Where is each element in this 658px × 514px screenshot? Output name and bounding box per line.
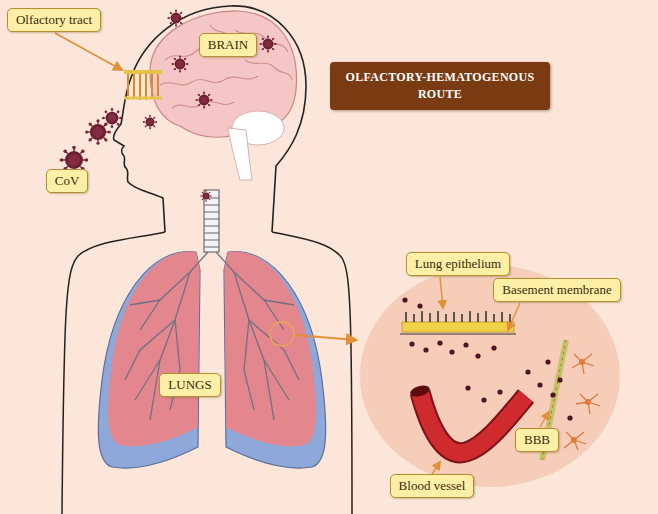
label-box: Lung epithelium (406, 252, 510, 276)
label-text: Blood vessel (399, 478, 466, 494)
head-outline (113, 6, 306, 232)
lung-epithelium (402, 322, 514, 332)
olfactory-fibers (128, 70, 158, 100)
label-box: Olfactory tract (7, 8, 101, 32)
title-banner: OLFACTORY-HEMATOGENOUS ROUTE (330, 62, 550, 110)
label-box: Basement membrane (493, 278, 620, 302)
brainstem (228, 128, 252, 180)
virus (200, 190, 211, 201)
leader-arrow (440, 277, 443, 308)
left-lung (98, 252, 200, 468)
blood-vessel (420, 392, 526, 453)
astrocytes (564, 354, 600, 450)
label-text: Lung epithelium (415, 256, 501, 272)
right-lung (224, 252, 326, 468)
leader-arrow (508, 303, 520, 330)
label-text: Basement membrane (502, 282, 611, 298)
zoom-ellipse (360, 265, 620, 487)
leader-arrow (540, 412, 549, 427)
label-box: BBB (515, 428, 559, 452)
olfactory-bulb (124, 70, 162, 74)
vessel-lumen (409, 384, 431, 399)
label-text: BBB (524, 432, 550, 448)
label-box: CoV (46, 169, 89, 193)
cilia (406, 311, 510, 322)
label-box: LUNGS (159, 373, 220, 397)
label-box: BRAIN (199, 33, 257, 57)
virus (167, 9, 184, 26)
label-box: Blood vessel (390, 474, 475, 498)
brain-gyri (160, 25, 292, 108)
virus-particles (402, 297, 572, 420)
virus (102, 108, 122, 128)
left-lung-tissue (108, 251, 200, 446)
trachea-rings (204, 198, 219, 247)
cribriform-plate (124, 97, 162, 100)
label-text: CoV (55, 173, 80, 189)
label-text: Olfactory tract (16, 12, 92, 28)
leader-arrow (55, 33, 122, 70)
basement-membrane (400, 334, 516, 335)
astrocyte-bodies (571, 359, 591, 443)
bronchial-tree (125, 252, 299, 420)
label-text: LUNGS (168, 377, 211, 393)
zoom-arrow (295, 335, 356, 340)
label-text: BRAIN (208, 37, 248, 53)
right-lung-tissue (224, 251, 316, 446)
virus (195, 91, 212, 108)
blood-vessel-wall (420, 392, 526, 453)
virus (259, 35, 276, 52)
virus (143, 115, 157, 129)
leader-arrow (432, 462, 440, 474)
virus (171, 55, 188, 72)
zoom-circle (270, 322, 294, 346)
